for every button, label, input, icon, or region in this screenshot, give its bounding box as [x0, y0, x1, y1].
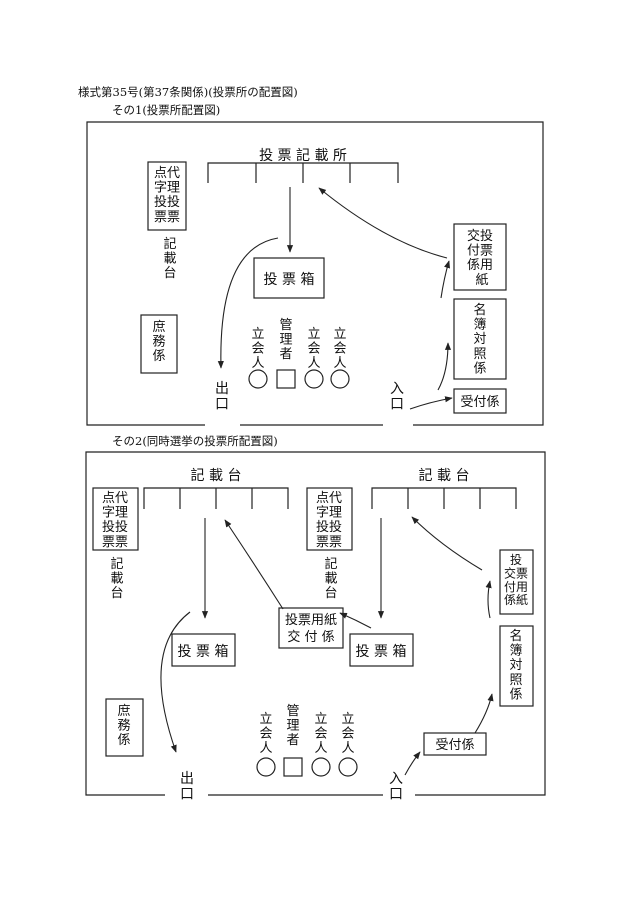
d2-reception-box — [423, 732, 487, 756]
diagram-1: 投 票 記 載 所 点代字理投投票票 記載台 投 票 箱 庶務係 立会人 管理者… — [86, 121, 544, 426]
d2-proxy-box-left — [92, 487, 139, 551]
d2-witness-seat-2 — [311, 757, 331, 777]
d2-ballot-box-label-right: 投 票 箱 — [356, 644, 407, 660]
d2-clerk-box — [105, 698, 144, 757]
d2-arrow-center-issue-left-desk — [224, 519, 284, 610]
d2-exit-label: 出口 — [180, 771, 194, 803]
d1-issue-box — [453, 223, 507, 291]
d1-manager-seat — [276, 369, 296, 389]
d2-issue-label: 投交票付用係紙 — [504, 552, 528, 607]
d1-reception-box — [453, 388, 507, 414]
d1-ballot-box-label: 投 票 箱 — [264, 272, 315, 288]
d1-booth-label: 投 票 記 載 所 — [259, 147, 347, 164]
d2-entrance-label: 入口 — [389, 771, 403, 803]
d1-witness-seat-2 — [304, 369, 324, 389]
d2-witness-seat-1 — [256, 757, 276, 777]
d2-register-box — [499, 625, 534, 707]
d1-reception-label: 受付係 — [460, 395, 499, 410]
d1-arrow-issue-booth — [318, 187, 448, 259]
d1-arrow-box-exit — [217, 237, 279, 369]
d2-arrow-reception-register — [474, 693, 494, 734]
d1-proxy-desk-label: 記載台 — [163, 236, 176, 281]
d2-manager-label: 管理者 — [286, 704, 299, 748]
d2-arrow-box-center-issue — [339, 612, 372, 629]
d1-clerk-box — [140, 314, 178, 374]
d2-arrow-entrance-reception — [404, 751, 421, 776]
d1-exit-label: 出口 — [215, 381, 229, 413]
d2-witness-label-1: 立会人 — [259, 712, 272, 756]
d1-ballot-box — [253, 257, 325, 299]
d1-entrance-label: 入口 — [390, 381, 404, 413]
d2-issue-box — [499, 549, 534, 615]
d2-room-wall — [85, 451, 546, 796]
d2-proxy-label-center: 点代字理投投票票 — [316, 491, 342, 550]
d1-issue-label: 交投付票係用 紙 — [467, 228, 493, 288]
d1-manager-label: 管理者 — [279, 318, 292, 362]
d1-room-wall — [86, 121, 544, 426]
d2-witness-label-2: 立会人 — [314, 712, 327, 756]
diagram-2: 記 載 台 記 載 台 点代字理投投票票 記載台 点代字理投投票票 記載台 投票… — [85, 451, 546, 803]
d2-ballot-box-left — [171, 633, 236, 667]
d2-manager-seat — [283, 757, 303, 777]
d2-center-issue-label-2: 交 付 係 — [287, 629, 334, 645]
d1-witness-label-1: 立会人 — [251, 327, 264, 371]
d2-reception-label: 受付係 — [435, 738, 474, 753]
d2-proxy-desk-label-left: 記載台 — [110, 556, 123, 601]
d2-arrow-register-issue — [485, 580, 492, 619]
d2-witness-label-3: 立会人 — [341, 712, 354, 756]
d1-witness-label-3: 立会人 — [333, 327, 346, 371]
d1-proxy-label: 点代字理投投票票 — [154, 166, 180, 225]
d2-desk-label-left: 記 載 台 — [191, 467, 242, 484]
d2-desk-bracket-right — [371, 487, 517, 509]
d2-arrow-issue-right-desk — [411, 516, 483, 571]
d1-register-label: 名簿対照係 — [473, 302, 486, 376]
d1-witness-seat-1 — [248, 369, 268, 389]
d1-register-box — [453, 298, 507, 380]
d2-proxy-label-left: 点代字理投投票票 — [102, 491, 128, 550]
section-2-title: その2(同時選挙の投票所配置図) — [112, 434, 278, 448]
d1-arrow-reception-register — [437, 342, 452, 391]
d2-arrow-box-exit — [160, 611, 191, 753]
d1-witness-seat-3 — [330, 369, 350, 389]
d2-desk-bracket-left — [143, 487, 289, 509]
d2-register-label: 名簿対照係 — [509, 628, 522, 702]
d2-ballot-box-right — [349, 633, 414, 667]
d1-proxy-box — [147, 161, 187, 231]
d2-witness-seat-3 — [338, 757, 358, 777]
form-title: 様式第35号(第37条関係)(投票所の配置図) — [78, 85, 298, 99]
d1-booth-bracket — [207, 162, 399, 183]
d1-clerk-label: 庶務係 — [152, 319, 165, 364]
d2-proxy-box-center — [306, 487, 353, 551]
d1-witness-label-2: 立会人 — [307, 327, 320, 371]
d2-clerk-label: 庶務係 — [117, 703, 130, 748]
d2-center-issue-box — [278, 607, 344, 649]
d2-proxy-desk-label-center: 記載台 — [324, 556, 337, 601]
d1-arrow-register-issue — [440, 260, 451, 299]
section-1-title: その1(投票所配置図) — [112, 103, 221, 117]
d2-ballot-box-label-left: 投 票 箱 — [178, 644, 229, 660]
d1-arrow-entrance-reception — [409, 396, 453, 410]
d2-center-issue-label-1: 投票用紙 — [285, 612, 337, 628]
d2-desk-label-right: 記 載 台 — [419, 467, 470, 484]
